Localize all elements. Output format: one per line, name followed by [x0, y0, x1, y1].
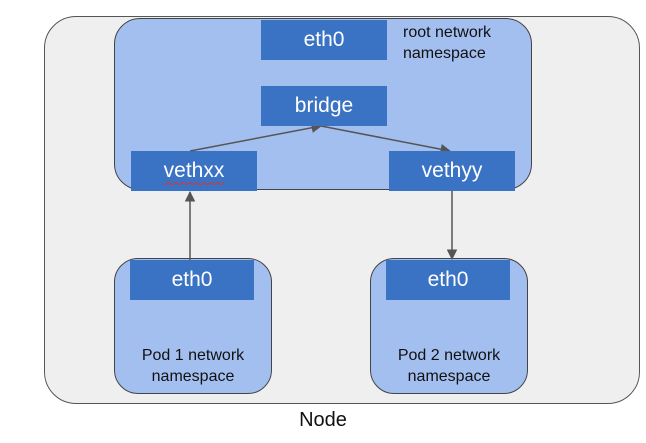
- arrow-bridge-to-vethyy: [320, 125, 452, 155]
- pod1-label-line2: namespace: [151, 368, 235, 385]
- pod2-eth0-interface: eth0: [386, 260, 510, 300]
- node-label: Node: [299, 409, 347, 431]
- pod1-eth0-interface: eth0: [130, 260, 254, 300]
- root-eth0-interface: eth0: [261, 20, 387, 60]
- root-namespace-label: root network namespace: [403, 22, 523, 64]
- vethxx-interface: vethxx: [131, 151, 257, 191]
- bridge-interface: bridge: [261, 86, 387, 126]
- vethxx-label: vethxx: [163, 159, 225, 182]
- pod1-namespace-label: Pod 1 network namespace: [114, 345, 272, 387]
- root-namespace-label-line2: namespace: [403, 45, 486, 62]
- pod1-label-line1: Pod 1 network: [141, 347, 245, 364]
- vethyy-interface: vethyy: [389, 151, 515, 191]
- pod2-namespace-label: Pod 2 network namespace: [370, 345, 528, 387]
- root-namespace-label-line1: root network: [403, 24, 492, 41]
- pod2-label-line2: namespace: [407, 368, 491, 385]
- pod2-label-line1: Pod 2 network: [397, 347, 501, 364]
- arrow-vethxx-to-bridge: [189, 122, 323, 152]
